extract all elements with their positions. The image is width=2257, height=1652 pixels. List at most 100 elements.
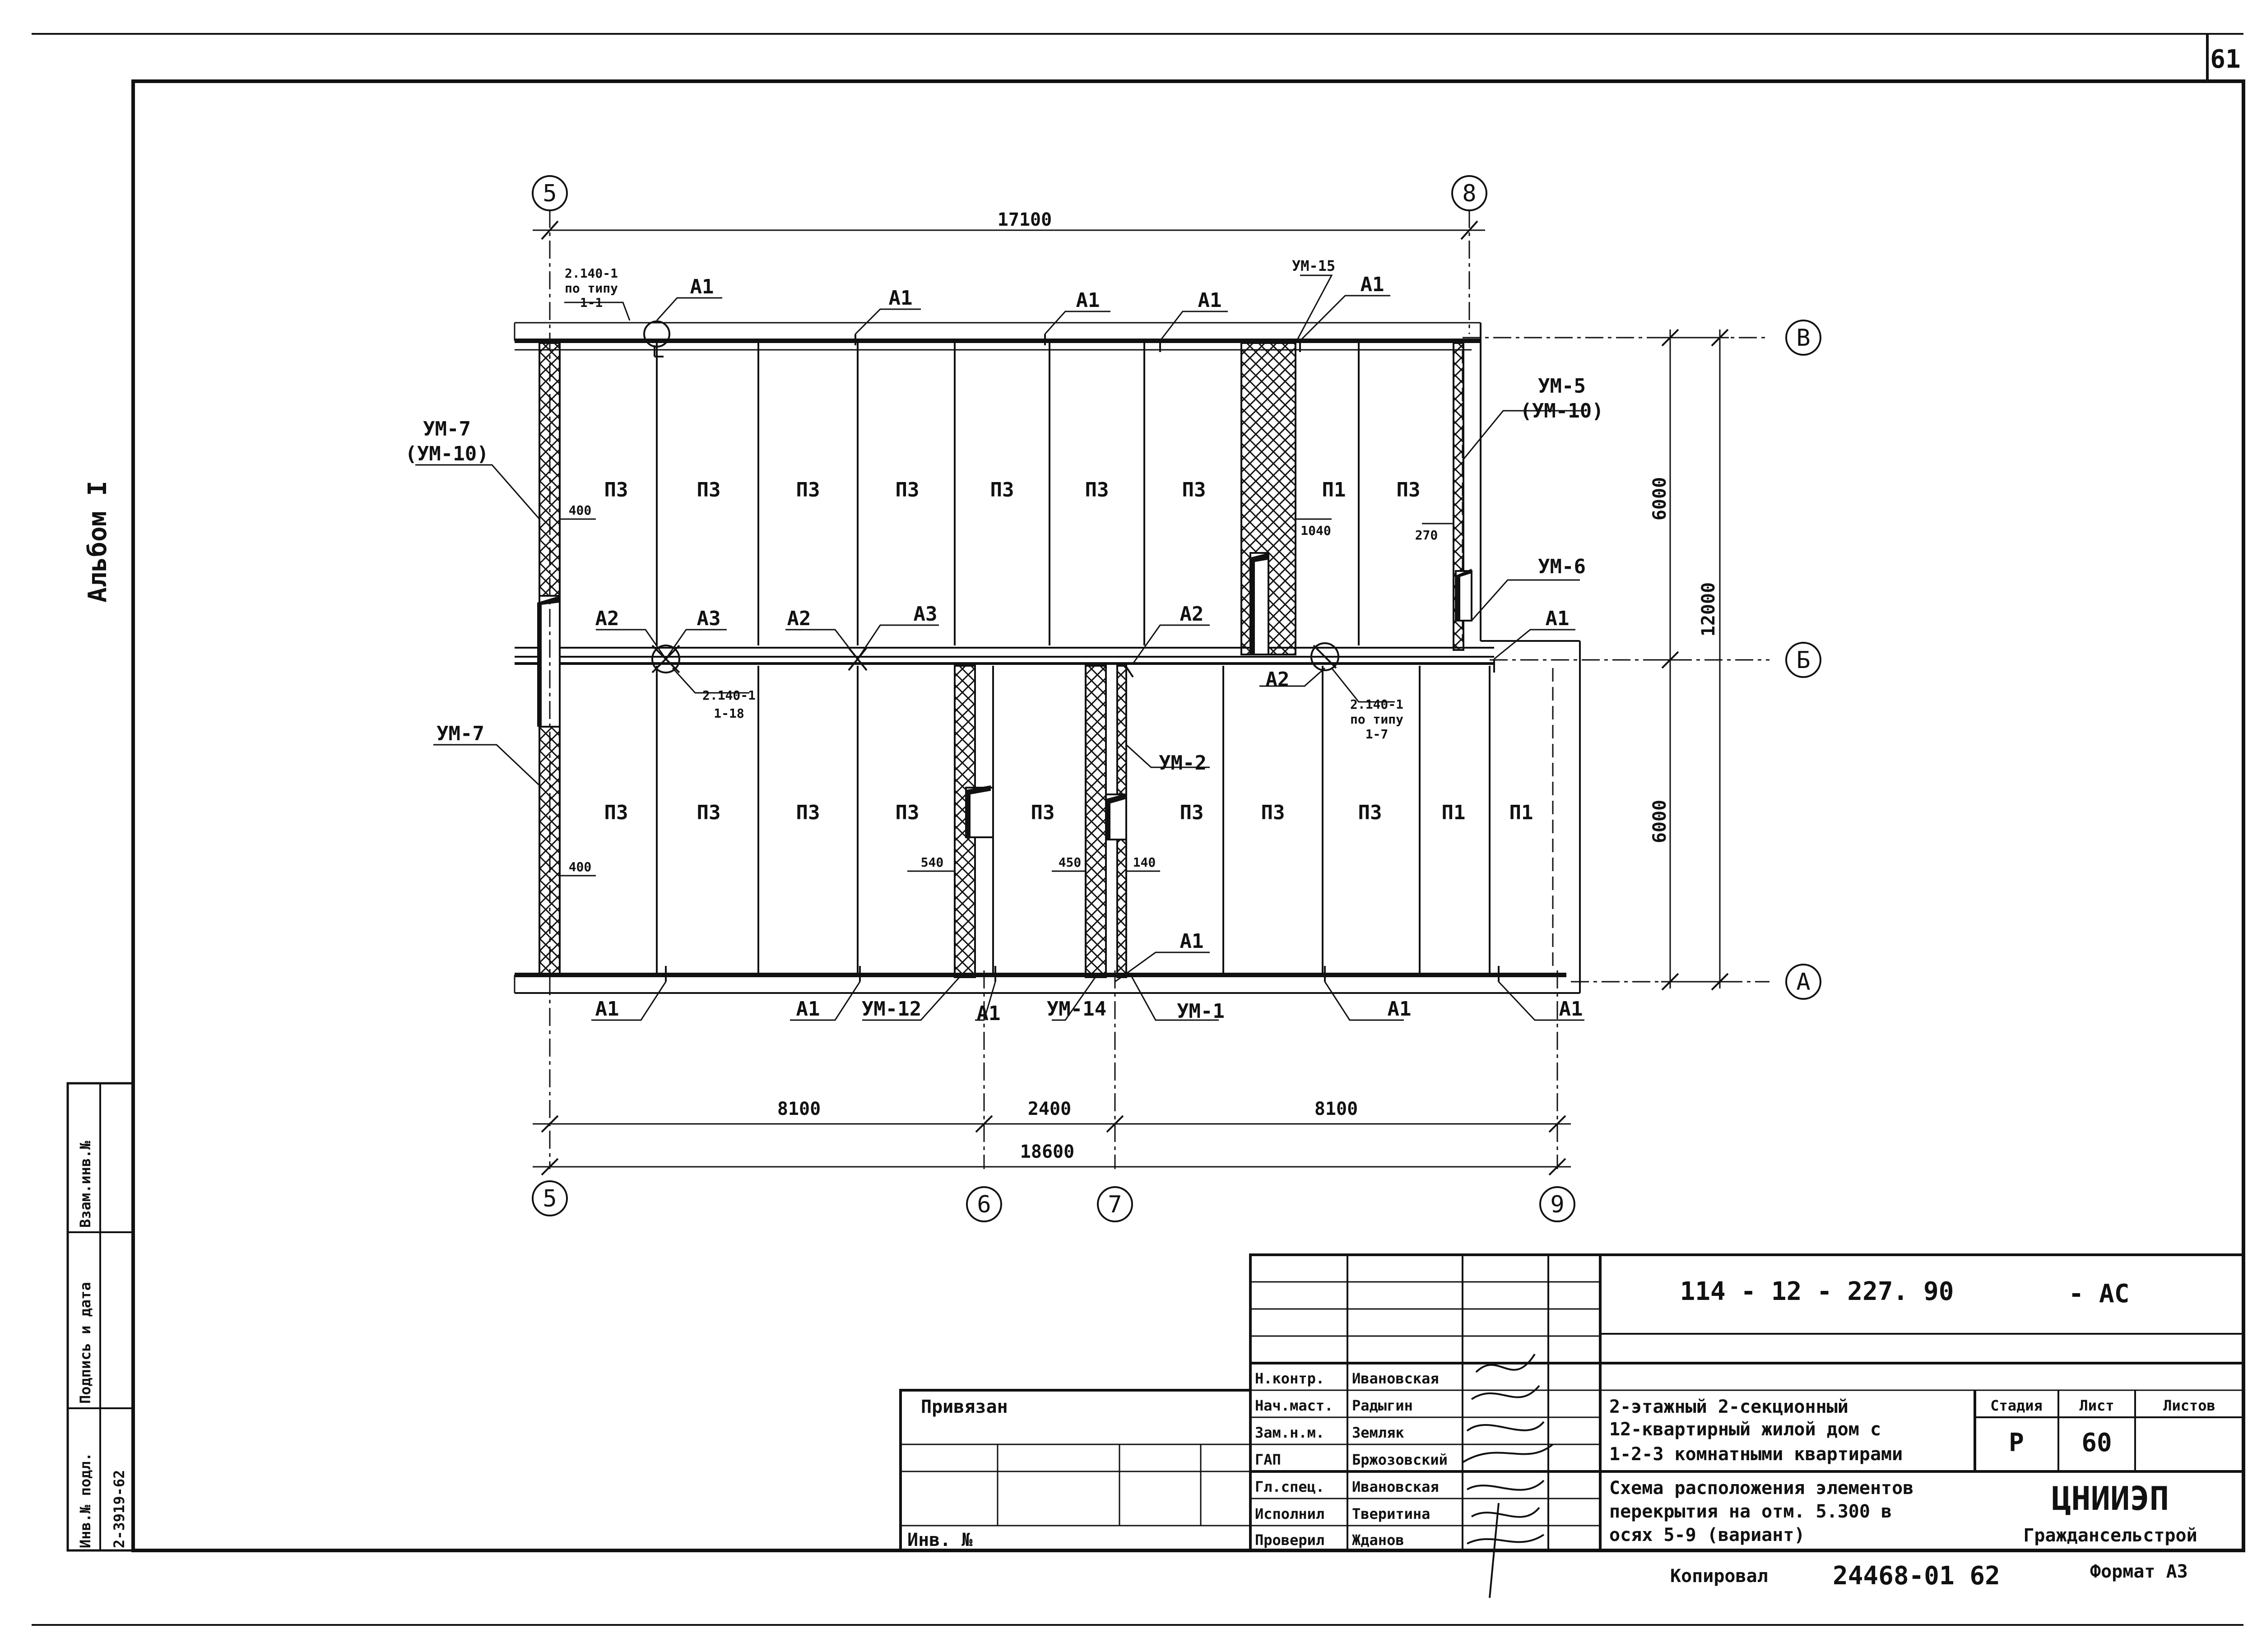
axis-b: Б bbox=[1796, 647, 1810, 674]
callout-texts: А1 А1 А1 А1 А1 УМ-15 2.140-1 по типу 1-1… bbox=[405, 257, 1603, 1025]
dimension-lines bbox=[533, 220, 1729, 1176]
callout-a1: А1 bbox=[690, 275, 714, 298]
panel-label: П3 bbox=[896, 801, 920, 824]
side-stamp bbox=[66, 1082, 135, 1552]
callout-leaders bbox=[415, 274, 1584, 1021]
role-label: Исполнил bbox=[1255, 1505, 1324, 1522]
dim-8100-left: 8100 bbox=[777, 1099, 821, 1119]
callout-a1: А1 bbox=[595, 998, 619, 1021]
callout-a1: А1 bbox=[889, 287, 913, 310]
callout-um7-lower: УМ-7 bbox=[437, 722, 484, 745]
callout-a1: А1 bbox=[1388, 998, 1412, 1021]
doc-code: 114 - 12 - 227. 90 bbox=[1680, 1277, 1954, 1306]
callout-um7: УМ-7 bbox=[423, 418, 471, 441]
callout-a2: А2 bbox=[787, 607, 811, 630]
sheet-title-1: Схема расположения элементов bbox=[1609, 1478, 1913, 1499]
panel-label: П3 bbox=[1358, 801, 1382, 824]
dim-400-upper: 400 bbox=[569, 503, 592, 518]
axis-8-top: 8 bbox=[1462, 180, 1476, 207]
role-label: Гл.спец. bbox=[1255, 1478, 1324, 1495]
stage-label: Стадия bbox=[1990, 1397, 2043, 1414]
role-label: Нач.маст. bbox=[1255, 1397, 1333, 1414]
panel-label: П3 bbox=[604, 478, 628, 501]
callout-a1: А1 bbox=[1559, 998, 1583, 1021]
project-line-2: 12-квартирный жилой дом с bbox=[1609, 1419, 1881, 1440]
project-line-3: 1-2-3 комнатными квартирами bbox=[1609, 1444, 1903, 1465]
privyazan-label: Привязан bbox=[921, 1397, 1008, 1417]
dim-1040: 1040 bbox=[1300, 523, 1331, 538]
callout-um14: УМ-14 bbox=[1047, 998, 1106, 1021]
callout-a1: А1 bbox=[977, 1002, 1001, 1025]
album-label: Альбом I bbox=[83, 481, 112, 603]
role-name: Жданов bbox=[1352, 1531, 1404, 1549]
dim-540: 540 bbox=[921, 855, 944, 870]
panel-label: П3 bbox=[1397, 478, 1421, 501]
ref1-code: 2.140-1 bbox=[565, 266, 618, 281]
callout-a1: А1 bbox=[1180, 930, 1204, 953]
role-label: Проверил bbox=[1255, 1531, 1324, 1549]
panel-label: П3 bbox=[697, 478, 721, 501]
axis-5-top: 5 bbox=[543, 180, 557, 207]
panel-label: П3 bbox=[1180, 801, 1204, 824]
role-label: Н.контр. bbox=[1255, 1370, 1324, 1387]
role-name: Радыгин bbox=[1352, 1397, 1413, 1414]
dim-450: 450 bbox=[1059, 855, 1082, 870]
callout-a1: А1 bbox=[1198, 289, 1222, 312]
project-line-1: 2-этажный 2-секционный bbox=[1609, 1397, 1848, 1417]
ref2-code: 2.140-1 bbox=[702, 688, 756, 703]
stamp-inv-podl: Инв.№ подл. bbox=[77, 1452, 94, 1548]
sheet-title-2: перекрытия на отм. 5.300 в bbox=[1609, 1501, 1892, 1522]
axis-9: 9 bbox=[1550, 1191, 1564, 1218]
panel-label: П3 bbox=[1031, 801, 1055, 824]
role-label: Зам.н.м. bbox=[1255, 1424, 1324, 1441]
callout-um2: УМ-2 bbox=[1159, 752, 1207, 775]
sheet-border bbox=[32, 33, 2245, 1626]
stage-value: Р bbox=[2009, 1428, 2024, 1457]
ref3-code: 2.140-1 bbox=[1350, 697, 1403, 712]
stamp-inv-value: 2-3919-62 bbox=[111, 1470, 128, 1548]
callout-um6: УМ-6 bbox=[1538, 555, 1586, 578]
callout-um10-right: (УМ-10) bbox=[1520, 399, 1603, 422]
panel-labels-upper: П3 П3 П3 П3 П3 П3 П3 П1 П3 bbox=[604, 478, 1421, 501]
panel-labels-lower: П3 П3 П3 П3 П3 П3 П3 П3 П1 П1 bbox=[604, 801, 1533, 824]
ref3-type: по типу bbox=[1350, 712, 1403, 727]
panel-label: П3 bbox=[1182, 478, 1206, 501]
dim-400-lower: 400 bbox=[569, 859, 592, 874]
panel-label: П1 bbox=[1442, 801, 1466, 824]
dim-18600: 18600 bbox=[1020, 1142, 1074, 1162]
callout-a3: А3 bbox=[914, 603, 938, 626]
axis-6: 6 bbox=[977, 1191, 991, 1218]
dim-140: 140 bbox=[1133, 855, 1156, 870]
sheet-value: 60 bbox=[2081, 1428, 2112, 1457]
role-name: Тверитина bbox=[1352, 1505, 1430, 1522]
role-name: Ивановская bbox=[1352, 1370, 1439, 1387]
sheet-title-3: осях 5-9 (вариант) bbox=[1609, 1525, 1805, 1545]
ref1-node: 1-1 bbox=[580, 295, 603, 310]
role-name: Земляк bbox=[1352, 1424, 1404, 1441]
org-subname: Граждансельстрой bbox=[2023, 1525, 2197, 1546]
dim-top-total: 17100 bbox=[998, 209, 1052, 230]
panel-label: П3 bbox=[990, 478, 1014, 501]
callout-um12: УМ-12 bbox=[862, 998, 921, 1021]
axis-v: В bbox=[1796, 325, 1810, 352]
copied-label: Копировал bbox=[1670, 1566, 1768, 1587]
stamp-vzam: Взам.инв.№ bbox=[77, 1141, 94, 1228]
ref1-type: по типу bbox=[565, 281, 618, 296]
panel-label: П1 bbox=[1509, 801, 1533, 824]
org-name: ЦНИИЭП bbox=[2052, 1480, 2169, 1517]
dim-6000-upper: 6000 bbox=[1649, 477, 1670, 520]
ref2-node: 1-18 bbox=[714, 706, 744, 721]
callout-um10: (УМ-10) bbox=[405, 442, 488, 465]
axis-a: А bbox=[1796, 969, 1810, 996]
callout-a1: А1 bbox=[796, 998, 820, 1021]
callout-a3: А3 bbox=[697, 607, 721, 630]
callout-a2: А2 bbox=[1266, 668, 1290, 691]
callout-a1: А1 bbox=[1361, 273, 1384, 296]
floor-plan bbox=[514, 320, 1581, 994]
sheets-label: Листов bbox=[2163, 1397, 2215, 1414]
panel-label: П3 bbox=[1261, 801, 1285, 824]
panel-label: П3 bbox=[796, 478, 820, 501]
roles-column: Н.контр. Ивановская Нач.маст. Радыгин За… bbox=[1255, 1370, 1448, 1549]
panel-label: П3 bbox=[1085, 478, 1109, 501]
